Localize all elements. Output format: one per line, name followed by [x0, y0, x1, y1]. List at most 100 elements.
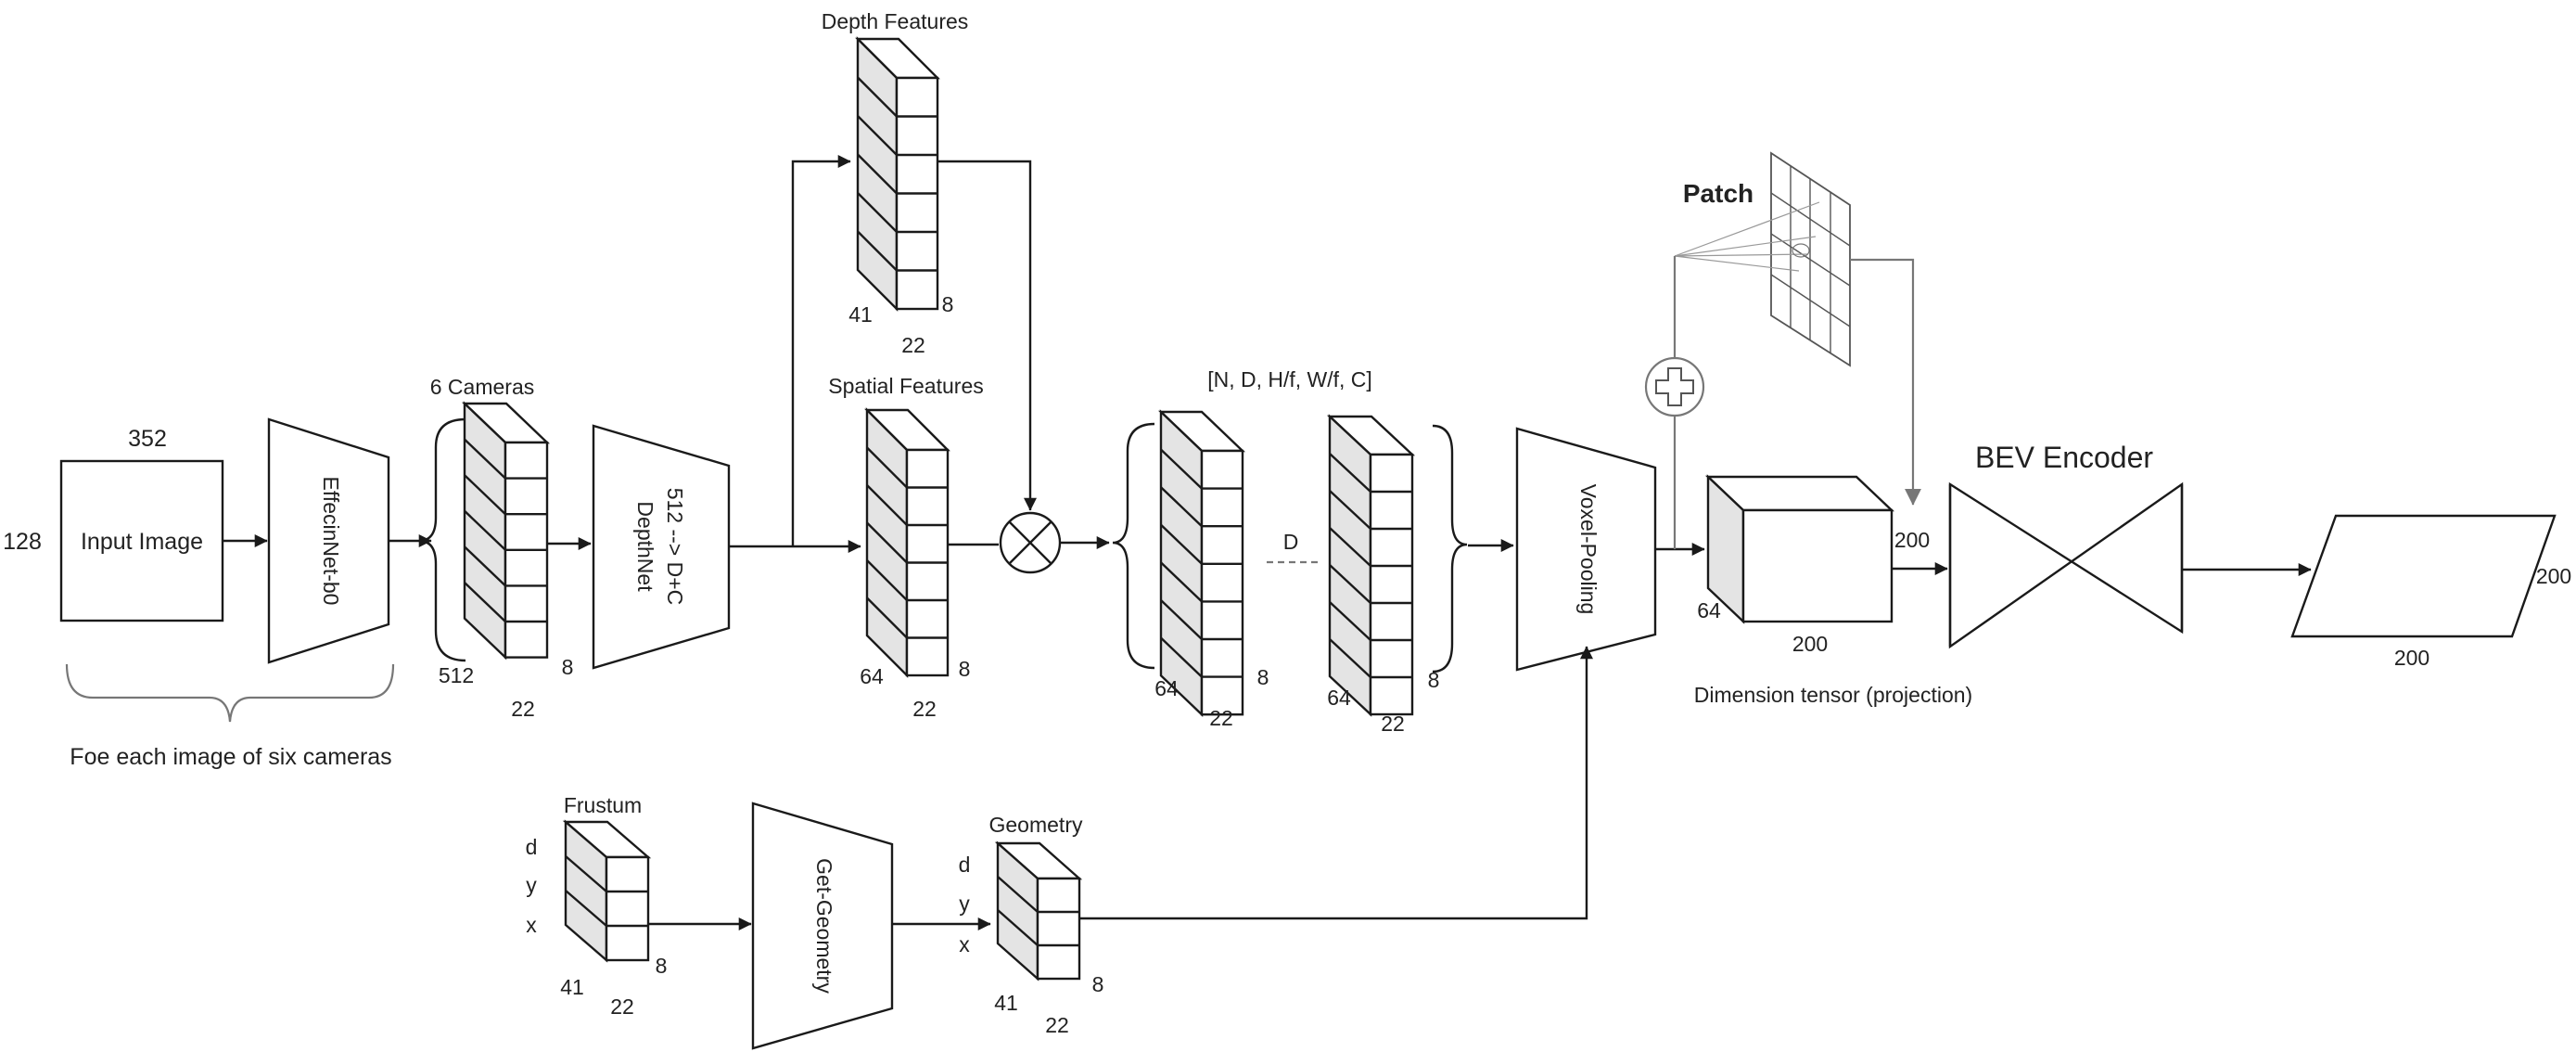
output-width: 200	[2394, 646, 2429, 670]
depthnet-block: DepthNet 512 --> D+C	[592, 424, 731, 670]
bev-tensor-depth: 200	[1894, 528, 1930, 552]
frustum-stack: Frustum d y x 41 8 22	[526, 793, 668, 1019]
tensor-side-divider	[565, 855, 607, 892]
tensor-side-divider	[464, 438, 506, 480]
spatial-features-width: 22	[912, 697, 937, 721]
tensor-side-divider	[1329, 564, 1371, 604]
input-image-box	[59, 459, 224, 622]
backbone-label: EffecinNet-b0	[319, 477, 343, 606]
arrow-patch-to-bev-encoder	[1850, 258, 1921, 506]
tensor-side-divider	[857, 230, 898, 272]
geometry-depth: 41	[994, 991, 1018, 1015]
tensor-side-divider	[866, 559, 908, 601]
depth-features-height: 8	[942, 292, 954, 316]
tensor-side-divider	[857, 192, 898, 233]
volume-tensor-a	[1158, 409, 1245, 718]
input-image-block: Input Image 352 128	[3, 426, 224, 622]
bev-encoder-label: BEV Encoder	[1975, 441, 2153, 474]
frustum-depth: 41	[560, 975, 584, 999]
backbone-trapezoid	[267, 417, 390, 664]
volume-b-height: 8	[1428, 668, 1440, 692]
spatial-features-title: Spatial Features	[828, 374, 983, 398]
arrow-depth-to-multiply	[937, 160, 1037, 511]
get-geometry-trapezoid	[751, 802, 894, 1050]
geometry-axis-d: d	[959, 853, 971, 877]
tensor-side-divider	[1160, 636, 1203, 678]
volume-stacks: [N, D, H/f, W/f, C] 64 8 22 D 64 8 22	[1112, 367, 1468, 736]
output-bev-shape	[2290, 514, 2557, 638]
tensor-side-divider	[1160, 448, 1203, 490]
volume-a-width: 22	[1209, 706, 1233, 730]
arrow-to-depth-features	[791, 155, 851, 546]
tensor-side-divider	[866, 597, 908, 639]
cameras-title: 6 Cameras	[430, 375, 534, 399]
spatial-features-stack: Spatial Features 64 8 22	[828, 374, 983, 721]
depthnet-label-1: DepthNet	[633, 501, 657, 592]
depth-features-depth: 41	[848, 302, 873, 327]
cameras-height: 8	[562, 655, 574, 679]
cameras-stack: 6 Cameras 512 8 22	[418, 375, 574, 721]
tensor-side-divider	[997, 876, 1039, 913]
tensor-side-divider	[997, 909, 1039, 946]
bev-tensor-width: 200	[1792, 632, 1828, 656]
volume-b-width: 22	[1381, 712, 1405, 736]
depthnet-trapezoid	[592, 424, 731, 670]
tensor-side-divider	[857, 76, 898, 118]
tensor-side-divider	[565, 890, 607, 927]
spatial-features-tensor	[864, 407, 950, 678]
tensor-side-divider	[464, 545, 506, 587]
tensor-side-divider	[866, 446, 908, 489]
brace-caption: Foe each image of six cameras	[70, 744, 391, 770]
geometry-width: 22	[1045, 1013, 1069, 1037]
tensor-side-divider	[857, 153, 898, 195]
depth-features-width: 22	[901, 333, 925, 357]
circle-times-icon	[999, 511, 1062, 574]
output-bev-block: 200 200	[2290, 514, 2571, 670]
geometry-axis-x: x	[959, 932, 970, 956]
bev-tensor-height: 64	[1697, 598, 1721, 622]
frustum-width: 22	[610, 994, 634, 1019]
voxel-pooling-trapezoid	[1515, 427, 1657, 672]
bev-cube-front	[1741, 508, 1894, 623]
input-height-label: 128	[3, 529, 42, 555]
spatial-features-height: 8	[959, 657, 971, 681]
depth-features-tensor	[855, 36, 940, 312]
geometry-stack: Geometry d y x 41 8 22	[959, 813, 1104, 1037]
get-geometry-label: Get-Geometry	[812, 858, 836, 994]
volume-tensor-b	[1326, 414, 1416, 717]
voxel-pooling-label: Voxel-Pooling	[1576, 484, 1600, 615]
frustum-tensor	[562, 819, 652, 963]
cameras-channels: 512	[439, 663, 474, 687]
tensor-front-face	[605, 855, 650, 962]
connectors	[223, 155, 2312, 930]
geometry-axis-y: y	[959, 892, 970, 916]
circle-plus-icon	[1644, 356, 1705, 417]
volume-dim-label: D	[1283, 530, 1299, 554]
depthnet-label-2: 512 --> D+C	[663, 488, 687, 606]
volume-brace-left	[1112, 422, 1155, 670]
tensor-side-divider	[1329, 453, 1371, 493]
tensor-side-divider	[1160, 486, 1203, 528]
tensor-side-divider	[464, 509, 506, 551]
geometry-tensor	[994, 840, 1083, 981]
tensor-side-divider	[464, 474, 506, 516]
tensor-side-face	[1328, 414, 1372, 717]
voxel-pooling-block: Voxel-Pooling	[1515, 427, 1657, 672]
cameras-tensor	[462, 401, 550, 661]
geometry-title: Geometry	[989, 813, 1083, 837]
frustum-axis-y: y	[526, 873, 537, 897]
frustum-axis-x: x	[526, 913, 537, 937]
arrow-geometry-to-voxel	[1079, 646, 1593, 920]
tensor-side-divider	[866, 521, 908, 564]
tensor-front-face	[1369, 453, 1414, 716]
bev-encoder-block: BEV Encoder	[1948, 441, 2184, 649]
tensor-front-face	[1200, 449, 1244, 716]
tensor-side-divider	[1160, 561, 1203, 603]
input-image-label: Input Image	[81, 529, 203, 555]
tensor-side-divider	[1329, 490, 1371, 530]
cameras-width: 22	[511, 697, 535, 721]
bev-encoder-hourglass	[1948, 481, 2184, 649]
tensor-front-face	[1036, 877, 1081, 981]
bev-tensor-caption: Dimension tensor (projection)	[1694, 683, 1972, 707]
